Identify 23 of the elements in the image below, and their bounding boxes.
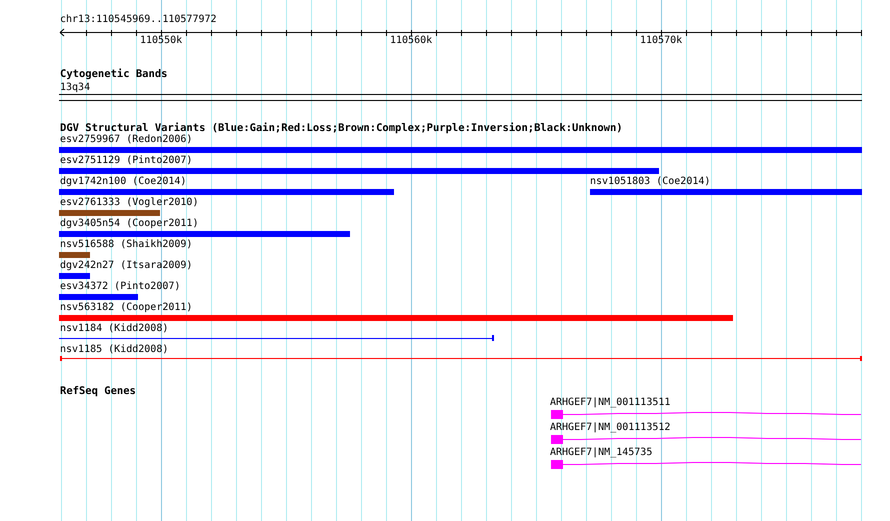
tick-label: 110550k [140,35,182,47]
feature-label: esv2759967 (Redon2006) [60,134,192,146]
feature-label: dgv242n27 (Itsara2009) [60,260,192,272]
feature-label: nsv1185 (Kidd2008) [60,344,168,356]
feature-label: dgv3405n54 (Cooper2011) [60,218,198,230]
tick-label: 110560k [390,35,432,47]
band-label: 13q34 [60,82,90,94]
feature-label: nsv1051803 (Coe2014) [590,176,710,188]
feature-label: esv2751129 (Pinto2007) [60,155,192,167]
track-title: RefSeq Genes [60,385,136,397]
feature-label: dgv1742n100 (Coe2014) [60,176,186,188]
gene-label: ARHGEF7|NM_001113511 [550,397,670,409]
feature-label: nsv563182 (Cooper2011) [60,302,192,314]
gene-label: ARHGEF7|NM_001113512 [550,422,670,434]
track-title: DGV Structural Variants (Blue:Gain;Red:Loss;Brown:Complex;Purple:Inversion;Black:Unknown) [60,122,623,134]
feature-label: nsv516588 (Shaikh2009) [60,239,192,251]
coordinate-label: chr13:110545969..110577972 [60,14,217,26]
track-title: Cytogenetic Bands [60,68,168,80]
gene-label: ARHGEF7|NM_145735 [550,447,652,459]
tick-label: 110570k [640,35,682,47]
feature-label: esv34372 (Pinto2007) [60,281,180,293]
feature-label: nsv1184 (Kidd2008) [60,323,168,335]
feature-label: esv2761333 (Vogler2010) [60,197,198,209]
